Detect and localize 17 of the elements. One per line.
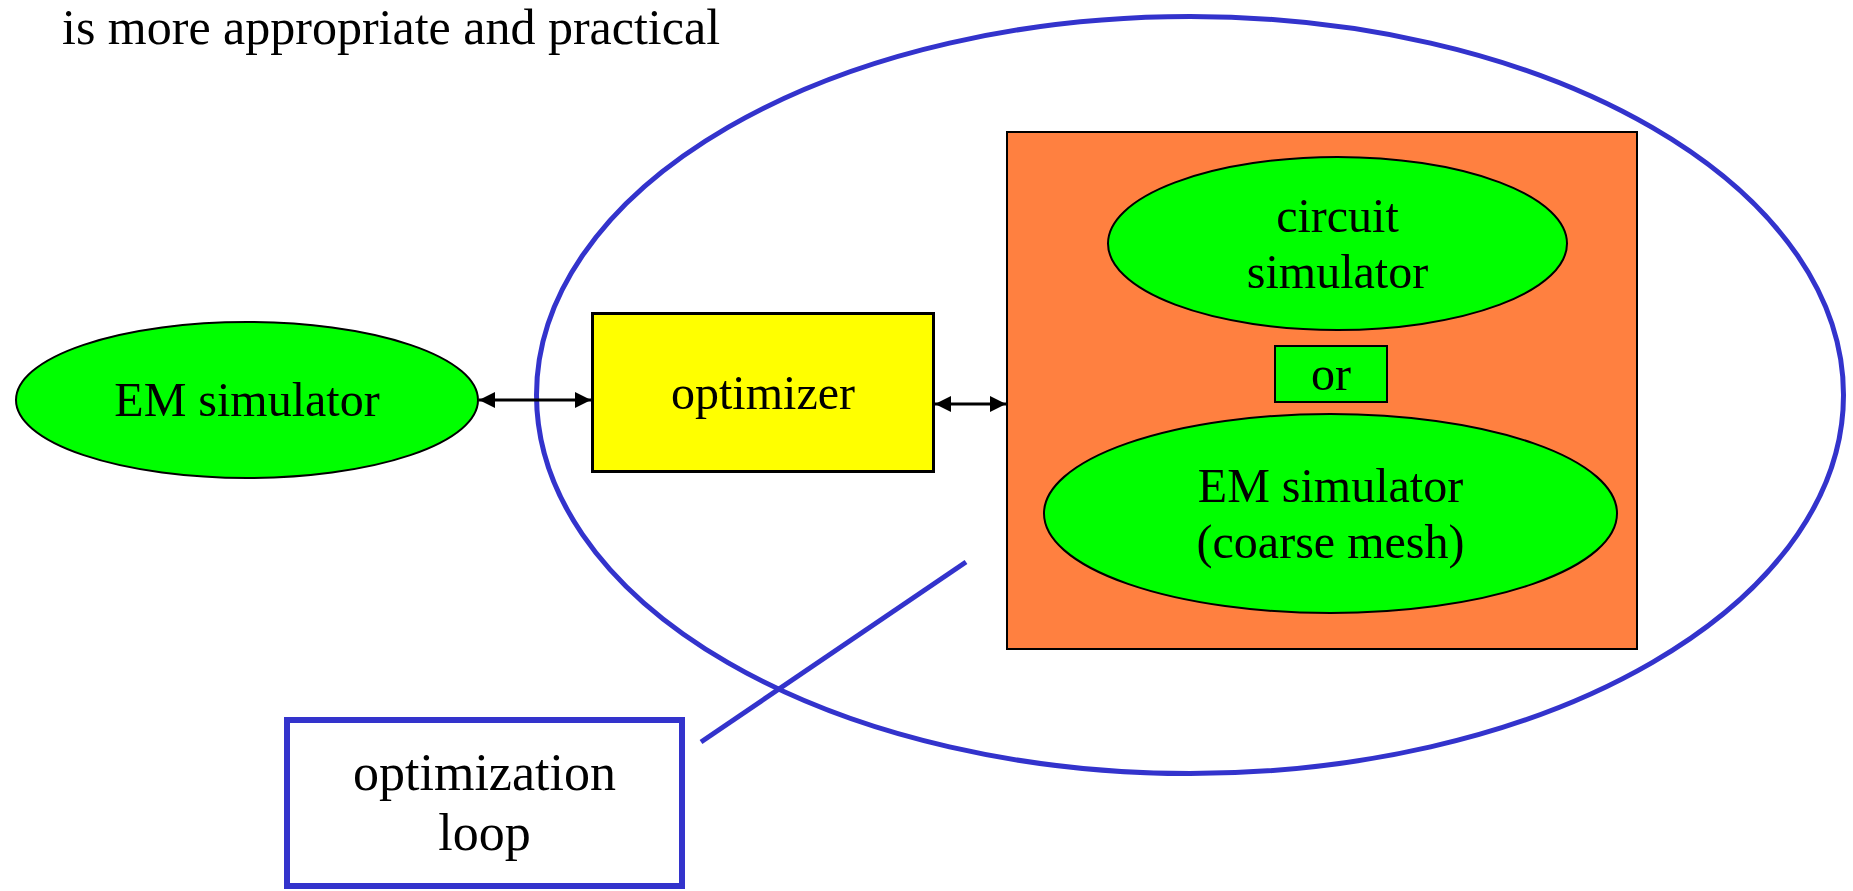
arrow (479, 392, 591, 408)
callout-box (284, 717, 685, 889)
node-label: EM simulator (114, 372, 380, 428)
simulator-ellipse (15, 321, 479, 479)
arrow (935, 396, 1006, 412)
simulator-ellipse (1043, 413, 1618, 614)
node-label: optimizer (671, 364, 855, 421)
leader-line (699, 559, 968, 745)
or-box (1274, 345, 1388, 403)
simulator-panel (1006, 131, 1638, 650)
node-label: EM simulator (coarse mesh) (1195, 458, 1466, 569)
heading-text: is more appropriate and practical (62, 0, 721, 55)
optimizer-box (591, 312, 935, 473)
node-label: circuit simulator (1245, 188, 1430, 299)
node-label: optimization loop (352, 743, 617, 863)
node-label: or (1311, 346, 1351, 402)
simulator-ellipse (1107, 156, 1568, 331)
